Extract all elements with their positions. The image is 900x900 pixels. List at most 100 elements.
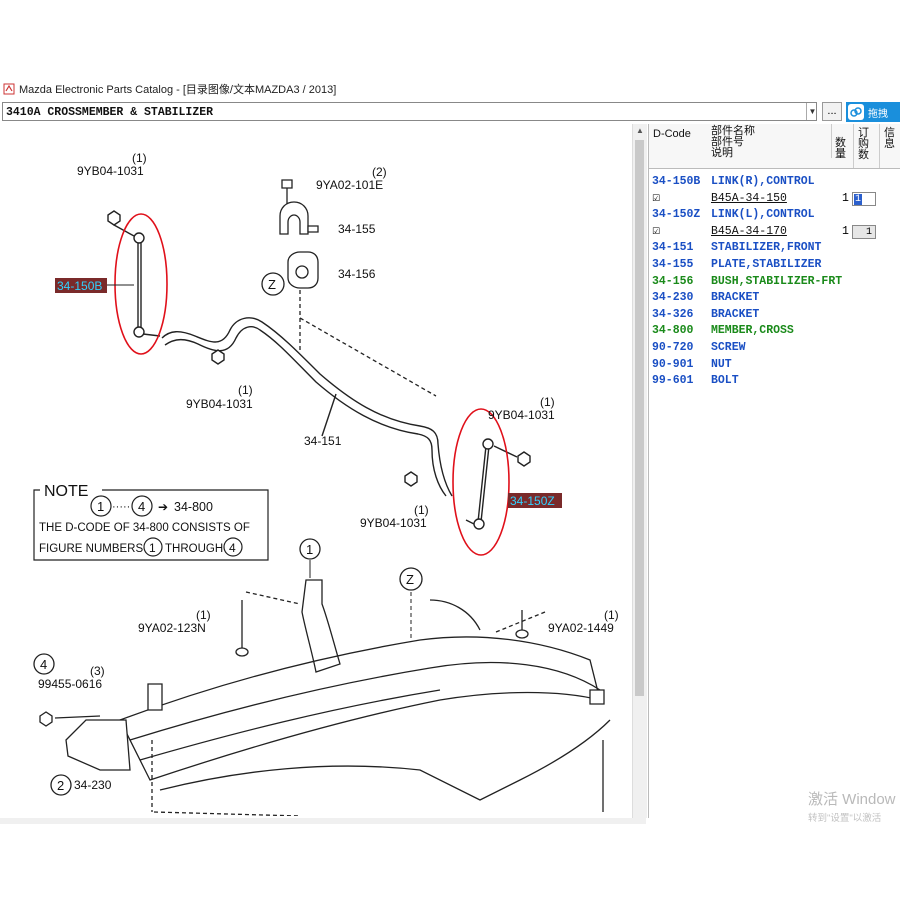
note-number-1b: 1 <box>149 541 156 555</box>
parts-diagram[interactable]: (1) 9YB04-1031 (2) 9YA02-101E 34-155 34-… <box>0 124 632 816</box>
window-titlebar: Mazda Electronic Parts Catalog - [目录图像/文… <box>0 78 900 100</box>
part-name: BUSH,STABILIZER-FRT <box>711 274 843 288</box>
header-dcode[interactable]: D-Code <box>653 128 691 140</box>
part-label-9ya02-1449: 9YA02-1449 <box>548 621 614 635</box>
diagram-horizontal-scrollbar[interactable] <box>0 818 646 824</box>
note-box: NOTE 1 ····· 4 ➔ 34-800 THE D-CODE OF 34… <box>33 483 269 561</box>
part-name: LINK(R),CONTROL <box>711 175 815 188</box>
header-name[interactable]: 部件名称 部件号 说明 <box>711 125 755 159</box>
part-label-99455-0616: 99455-0616 <box>38 677 102 691</box>
header-order-qty[interactable]: 订 购 数 <box>853 124 873 168</box>
part-dcode: 34-150Z <box>652 208 701 222</box>
part-row[interactable]: 34-800 MEMBER,CROSS <box>649 323 900 340</box>
part-name: SCREW <box>711 340 746 354</box>
part-label-9yb04-1031-lower: 9YB04-1031 <box>360 516 427 530</box>
part-row[interactable]: 90-720 SCREW <box>649 340 900 357</box>
part-label-34-230: 34-230 <box>74 778 112 792</box>
qty-label: (1) <box>196 608 211 622</box>
note-line-3a: FIGURE NUMBERS <box>39 543 143 555</box>
order-qty-input[interactable]: 1 <box>852 191 876 206</box>
section-select-value: 3410A CROSSMEMBER & STABILIZER <box>6 106 214 119</box>
scroll-up-icon[interactable]: ▲ <box>636 126 644 135</box>
part-row[interactable]: 34-155 PLATE,STABILIZER <box>649 257 900 274</box>
qty-label: (2) <box>372 165 387 179</box>
activation-watermark-sub: 转到"设置"以激活 <box>808 813 882 824</box>
app-icon <box>3 83 15 95</box>
note-number-4b: 4 <box>229 541 236 555</box>
figure-number-2: 2 <box>57 778 64 793</box>
activation-watermark: 激活 Window <box>808 791 896 808</box>
qty-label: (1) <box>414 503 429 517</box>
header-info[interactable]: 信 息 <box>879 124 899 168</box>
part-row[interactable]: 90-901 NUT <box>649 357 900 374</box>
link-l-label-bg <box>508 493 562 508</box>
qty-label: (3) <box>90 664 105 678</box>
parts-table: D-Code 部件名称 部件号 说明 数 量 订 购 数 信 息 34-150B… <box>648 124 900 818</box>
part-name: BRACKET <box>711 307 760 321</box>
part-dcode: 34-155 <box>652 257 694 271</box>
part-label-34-151: 34-151 <box>304 434 342 448</box>
highlight-circle-left-link <box>452 408 510 556</box>
diagram-vertical-scrollbar[interactable]: ▲ <box>632 124 647 818</box>
part-dcode: 90-720 <box>652 340 694 354</box>
part-row[interactable]: 34-150Z LINK(L),CONTROL <box>649 207 900 224</box>
part-name: NUT <box>711 357 732 371</box>
link-r-drawing <box>107 210 161 338</box>
part-dcode: 99-601 <box>652 374 694 388</box>
part-label-34-155: 34-155 <box>338 222 376 236</box>
part-dcode: 34-230 <box>652 291 694 305</box>
section-selector-row: 3410A CROSSMEMBER & STABILIZER ▼ ... 拖拽 <box>0 101 900 123</box>
highlight-circle-right-link <box>114 213 168 355</box>
part-label-9ya02-123n: 9YA02-123N <box>138 621 206 635</box>
note-arrow: ➔ <box>158 500 168 514</box>
part-name: MEMBER,CROSS <box>711 324 794 338</box>
note-code: 34-800 <box>174 500 213 514</box>
part-row[interactable]: 34-156 BUSH,STABILIZER-FRT <box>649 274 900 291</box>
parts-diagram-svg: (1) 9YB04-1031 (2) 9YA02-101E 34-155 34-… <box>33 151 619 816</box>
chevron-down-icon[interactable]: ▼ <box>806 103 818 120</box>
part-name: STABILIZER,FRONT <box>711 241 822 255</box>
header-qty[interactable]: 数 量 <box>831 124 849 160</box>
note-heading: NOTE <box>44 483 88 500</box>
part-label-34-150b[interactable]: 34-150B <box>57 279 102 293</box>
check-icon[interactable]: ☑ <box>652 193 661 204</box>
part-label-9ya02-101e: 9YA02-101E <box>316 178 383 192</box>
qty-label: (1) <box>540 395 555 409</box>
order-qty-value: 1 <box>854 193 863 205</box>
check-icon[interactable]: ☑ <box>652 226 661 237</box>
part-dcode: 90-901 <box>652 357 694 371</box>
qty-label: (1) <box>132 151 147 165</box>
part-number[interactable]: B45A-34-170 <box>711 224 787 238</box>
scroll-thumb[interactable] <box>635 140 644 696</box>
part-qty: 1 <box>842 191 849 205</box>
part-label-34-156: 34-156 <box>338 267 376 281</box>
part-number[interactable]: B45A-34-150 <box>711 191 787 205</box>
part-row[interactable]: 34-326 BRACKET <box>649 307 900 324</box>
qty-label: (1) <box>604 608 619 622</box>
figure-number-4: 4 <box>40 657 47 672</box>
part-dcode: 34-800 <box>652 324 694 338</box>
note-line-2: THE D-CODE OF 34-800 CONSISTS OF <box>39 522 250 534</box>
note-number-4: 4 <box>138 499 145 514</box>
part-label-34-150z[interactable]: 34-150Z <box>510 494 555 508</box>
part-name: LINK(L),CONTROL <box>711 208 815 222</box>
window-title: Mazda Electronic Parts Catalog - [目录图像/文… <box>19 84 337 96</box>
z-marker-bottom: Z <box>406 572 414 587</box>
part-dcode: 34-156 <box>652 274 694 288</box>
order-qty-input[interactable]: 1 <box>852 224 876 239</box>
more-button[interactable]: ... <box>822 102 842 121</box>
note-line-3b: THROUGH <box>165 543 223 555</box>
part-dcode: 34-326 <box>652 307 694 321</box>
section-select[interactable]: 3410A CROSSMEMBER & STABILIZER <box>2 102 817 121</box>
expand-button-label: 拖拽 <box>868 108 888 120</box>
expand-button[interactable]: 拖拽 <box>846 102 900 122</box>
link-r-label-bg <box>55 278 107 293</box>
part-name: PLATE,STABILIZER <box>711 257 822 271</box>
qty-label: (1) <box>238 383 253 397</box>
